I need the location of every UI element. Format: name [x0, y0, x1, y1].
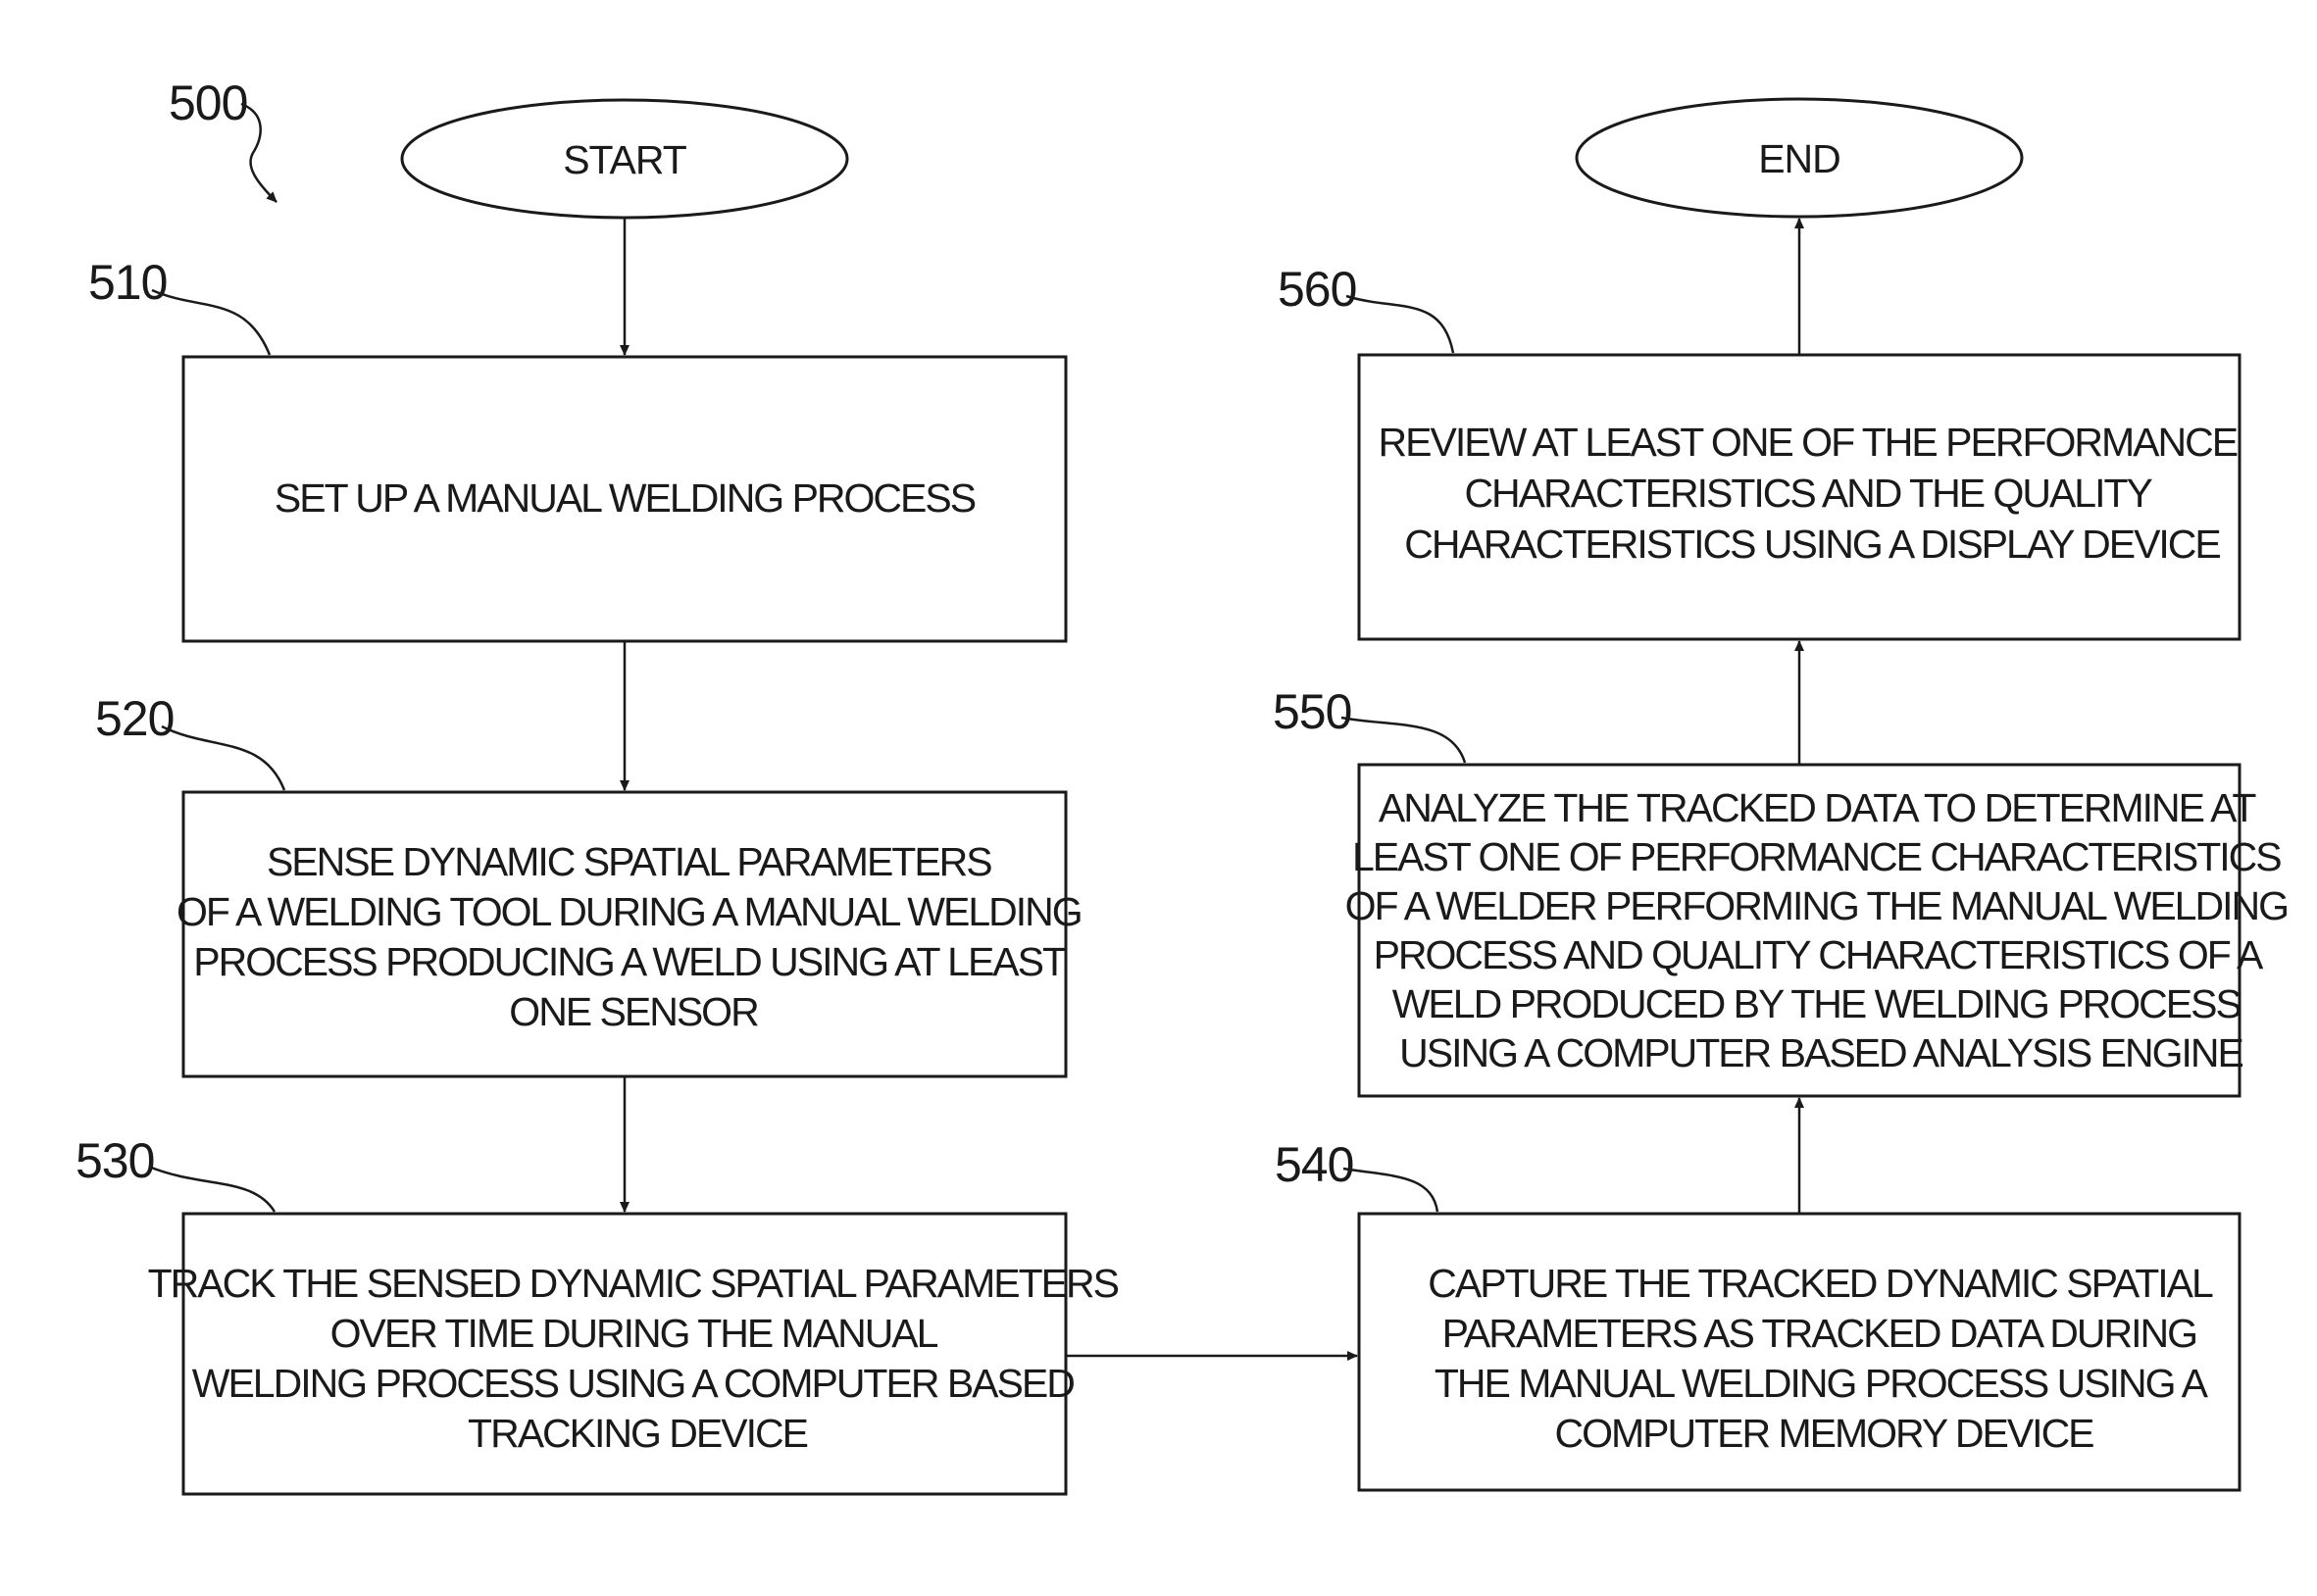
step-540: CAPTURE THE TRACKED DYNAMIC SPATIAL PARA…: [1275, 1137, 2240, 1490]
step-540-ref: 540: [1275, 1137, 1353, 1192]
step-550-ref-leader: [1341, 718, 1465, 763]
step-550: ANALYZE THE TRACKED DATA TO DETERMINE AT…: [1273, 684, 2296, 1096]
step-540-ref-leader: [1343, 1169, 1437, 1212]
step-550-ref: 550: [1273, 684, 1351, 739]
step-530-ref-leader: [149, 1167, 275, 1212]
step-560-ref-leader: [1346, 296, 1453, 353]
start-label: START: [563, 137, 687, 182]
step-520: SENSE DYNAMIC SPATIAL PARAMETERS OF A WE…: [95, 691, 1090, 1076]
step-510-text: SET UP A MANUAL WELDING PROCESS: [275, 475, 976, 521]
step-530-ref: 530: [76, 1133, 154, 1188]
end-terminator: END: [1577, 99, 2022, 217]
step-560-ref: 560: [1278, 262, 1356, 317]
step-560: REVIEW AT LEAST ONE OF THE PERFORMANCE C…: [1278, 262, 2245, 639]
step-510-ref: 510: [88, 255, 167, 310]
step-510-ref-leader: [152, 290, 270, 355]
step-520-ref: 520: [95, 691, 174, 746]
step-560-text: REVIEW AT LEAST ONE OF THE PERFORMANCE C…: [1379, 420, 2246, 567]
step-520-ref-leader: [162, 726, 284, 790]
start-terminator: START: [402, 100, 847, 218]
step-530: TRACK THE SENSED DYNAMIC SPATIAL PARAMET…: [76, 1133, 1127, 1494]
step-510: SET UP A MANUAL WELDING PROCESS 510: [88, 255, 1066, 641]
end-label: END: [1758, 136, 1840, 181]
figure-ref-label: 500: [169, 75, 247, 130]
